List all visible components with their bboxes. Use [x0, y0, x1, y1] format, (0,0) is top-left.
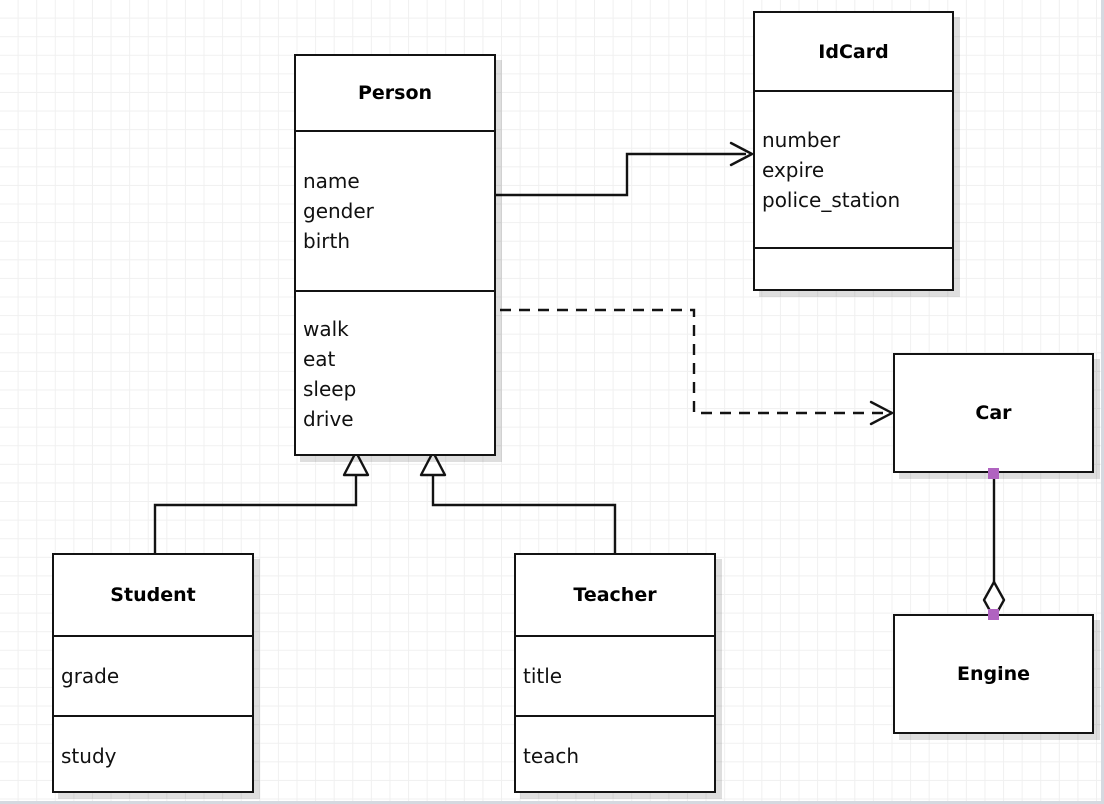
- class-methods-student: study: [54, 715, 252, 795]
- class-title-student: Student: [110, 584, 196, 606]
- class-title-engine: Engine: [956, 663, 1031, 685]
- method-row: teach: [523, 744, 580, 768]
- class-box-engine[interactable]: Engine: [893, 614, 1094, 734]
- class-methods-person: walk eat sleep drive: [296, 290, 494, 456]
- connector-teacher-person: [419, 450, 617, 553]
- connection-handle-car-bottom[interactable]: [988, 468, 999, 479]
- attribute-row: police_station: [762, 187, 901, 212]
- class-box-idcard[interactable]: IdCard number expire police_station: [753, 11, 954, 291]
- connector-person-car: [500, 308, 894, 426]
- attribute-row: number: [762, 127, 841, 152]
- connection-handle-engine-top[interactable]: [988, 609, 999, 620]
- attribute-row: title: [523, 664, 563, 688]
- connector-student-person: [153, 450, 370, 553]
- class-title-person: Person: [357, 82, 433, 104]
- class-attributes-idcard: number expire police_station: [755, 90, 952, 247]
- class-attributes-teacher: title: [516, 635, 714, 715]
- class-box-person[interactable]: Person name gender birth walk eat sleep …: [294, 54, 496, 456]
- method-row: walk: [303, 317, 349, 341]
- class-box-teacher[interactable]: Teacher title teach: [514, 553, 716, 793]
- class-title-car: Car: [975, 402, 1012, 424]
- class-title-idcard: IdCard: [818, 40, 889, 63]
- class-box-student[interactable]: Student grade study: [52, 553, 254, 793]
- attribute-row: expire: [762, 157, 825, 182]
- connector-car-engine: [982, 474, 1006, 620]
- class-attributes-person: name gender birth: [296, 130, 494, 290]
- class-title-teacher: Teacher: [573, 584, 657, 606]
- attribute-row: grade: [61, 664, 120, 688]
- class-attributes-student: grade: [54, 635, 252, 715]
- class-methods-idcard: [755, 247, 952, 293]
- method-row: eat: [303, 347, 336, 371]
- method-row: sleep: [303, 377, 357, 401]
- connector-person-idcard: [496, 141, 754, 197]
- class-methods-teacher: teach: [516, 715, 714, 795]
- attribute-row: name: [303, 169, 360, 193]
- class-box-car[interactable]: Car: [893, 353, 1094, 473]
- method-row: drive: [303, 407, 354, 431]
- attribute-row: birth: [303, 229, 350, 253]
- method-row: study: [61, 744, 117, 768]
- attribute-row: gender: [303, 199, 374, 223]
